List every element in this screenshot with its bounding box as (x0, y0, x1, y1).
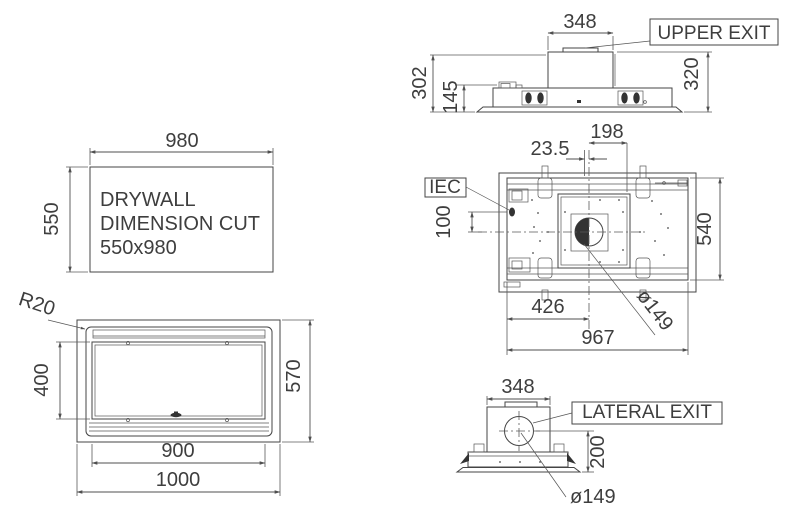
dim-lateral-duct-width: 348 (501, 376, 534, 398)
iec-label-box (424, 177, 467, 198)
dim-upper-height-overall: 302 (409, 66, 431, 99)
exhaust-duct (547, 51, 614, 89)
iec-label: IEC (429, 177, 461, 198)
dim-drywall-height: 550 (41, 202, 63, 235)
dim-front-inner-width: 900 (161, 440, 194, 462)
dim-lateral-exit-height: 200 (587, 435, 609, 468)
mounting-tabs (537, 165, 651, 301)
dim-drywall-width: 980 (165, 130, 198, 152)
drywall-text-line2: DIMENSION CUT (100, 213, 260, 235)
lateral-exit-label: LATERAL EXIT (582, 402, 712, 423)
hood-body (492, 87, 673, 108)
front-outer-frame (76, 319, 281, 443)
dim-plan-exit-diameter: ø149 (632, 286, 677, 335)
dim-plan-width: 967 (581, 327, 614, 349)
screw-dots (531, 199, 669, 263)
dim-upper-body-height: 145 (440, 80, 462, 113)
dim-upper-duct-width: 348 (563, 11, 596, 33)
lateral-collar (504, 401, 538, 408)
lateral-exit-label-box (571, 401, 723, 425)
spring-clip (617, 90, 644, 106)
upper-exit-label: UPPER EXIT (658, 23, 771, 44)
glass-panel (91, 341, 266, 420)
iec-connector (509, 207, 515, 217)
plan-body (506, 177, 689, 281)
dim-front-corner-radius: R20 (16, 288, 58, 320)
front-rounded-frame (85, 326, 273, 437)
motor-compartment (557, 193, 631, 269)
dim-plan-iec-position: 100 (433, 205, 455, 238)
dim-plan-depth: 540 (694, 212, 716, 245)
spring-clip (521, 90, 548, 106)
view-front: R20 400 570 900 1000 (16, 288, 314, 496)
dim-upper-height-right: 320 (681, 57, 703, 90)
view-lateral-exit: 348 LATERAL EXIT 200 ø149 (455, 376, 723, 508)
view-plan: 198 23.5 IEC 100 540 426 967 ø149 (424, 121, 724, 355)
lateral-ceiling-plate (455, 467, 582, 473)
dim-front-width: 1000 (156, 469, 201, 491)
dim-plan-center-from-left: 426 (531, 296, 564, 318)
ceiling-plate (475, 106, 684, 113)
view-drywall-cut: DRYWALL DIMENSION CUT 550x980 980 550 (41, 130, 274, 273)
dim-plan-duct-position: 198 (590, 121, 623, 143)
lateral-body (467, 451, 569, 468)
upper-exit-label-box (649, 18, 779, 46)
iec-socket-block (508, 188, 529, 203)
dim-plan-center-offset: 23.5 (531, 138, 570, 160)
drywall-text-line1: DRYWALL (100, 189, 196, 211)
drywall-cut-box (89, 166, 274, 273)
upper-exit-collar (562, 47, 599, 53)
drywall-text-line3: 550x980 (100, 237, 177, 259)
brand-logo (170, 411, 182, 418)
dim-front-inner-height: 400 (31, 363, 53, 396)
light-strip (92, 329, 266, 339)
dim-front-height: 570 (283, 359, 305, 392)
dim-lateral-exit-diameter: ø149 (570, 486, 616, 508)
view-upper-exit: 348 302 145 320 UPPER EXIT (409, 11, 779, 114)
plan-outer-plate (498, 172, 697, 293)
